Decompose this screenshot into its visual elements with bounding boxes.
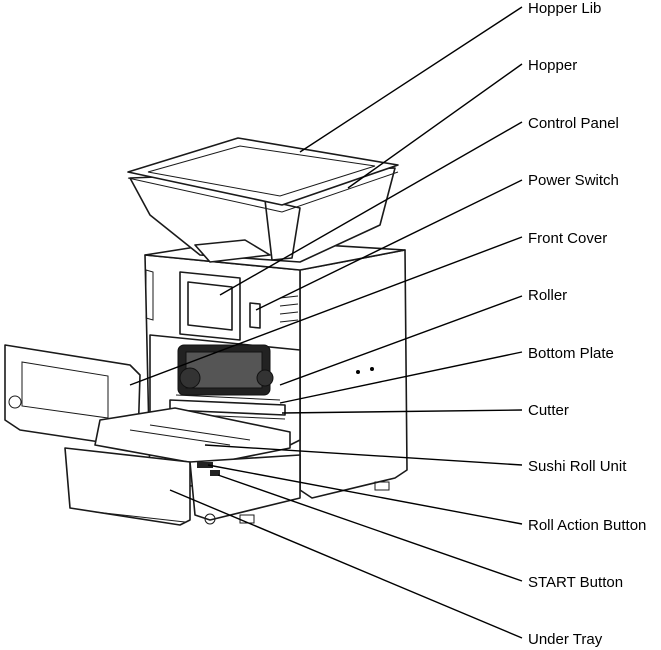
hopper-side-chute xyxy=(264,199,301,261)
side-screw xyxy=(370,367,374,371)
label-start-button: START Button xyxy=(528,574,623,591)
label-hopper: Hopper xyxy=(528,57,577,74)
hopper-neck xyxy=(194,239,271,263)
label-cutter: Cutter xyxy=(528,402,569,419)
body-vent xyxy=(145,269,154,321)
control-panel-screen xyxy=(187,281,233,331)
tray-ribs xyxy=(129,424,251,446)
hopper-lid-rim xyxy=(127,171,399,213)
label-front-cover: Front Cover xyxy=(528,230,607,247)
label-hopper-lib: Hopper Lib xyxy=(528,0,601,17)
label-control-panel: Control Panel xyxy=(528,115,619,132)
button-cluster xyxy=(279,295,299,323)
sushi-roll-unit-tray xyxy=(94,407,291,466)
bottom-plate xyxy=(169,399,286,416)
label-roll-action-button: Roll Action Button xyxy=(528,517,646,534)
machine-illustration xyxy=(4,137,408,526)
leader-lines xyxy=(129,6,523,639)
under-tray xyxy=(64,447,191,526)
roller-mechanism xyxy=(175,344,283,408)
start-button xyxy=(210,470,220,476)
roll-action-button xyxy=(197,462,213,468)
power-switch xyxy=(249,302,261,329)
label-sushi-roll-unit: Sushi Roll Unit xyxy=(528,458,627,475)
label-bottom-plate: Bottom Plate xyxy=(528,345,614,362)
label-roller: Roller xyxy=(528,287,567,304)
part-labels: Hopper Lib Hopper Control Panel Power Sw… xyxy=(528,0,646,648)
label-under-tray: Under Tray xyxy=(528,631,603,648)
hopper-lid xyxy=(127,137,399,206)
foot xyxy=(374,481,390,491)
hopper-lid-inner xyxy=(147,145,376,197)
side-screw xyxy=(356,370,360,374)
front-cover-hinge xyxy=(8,395,22,409)
under-tray-edge xyxy=(94,511,186,523)
hopper-bowl xyxy=(129,167,396,263)
label-power-switch: Power Switch xyxy=(528,172,619,189)
foot xyxy=(204,513,216,525)
